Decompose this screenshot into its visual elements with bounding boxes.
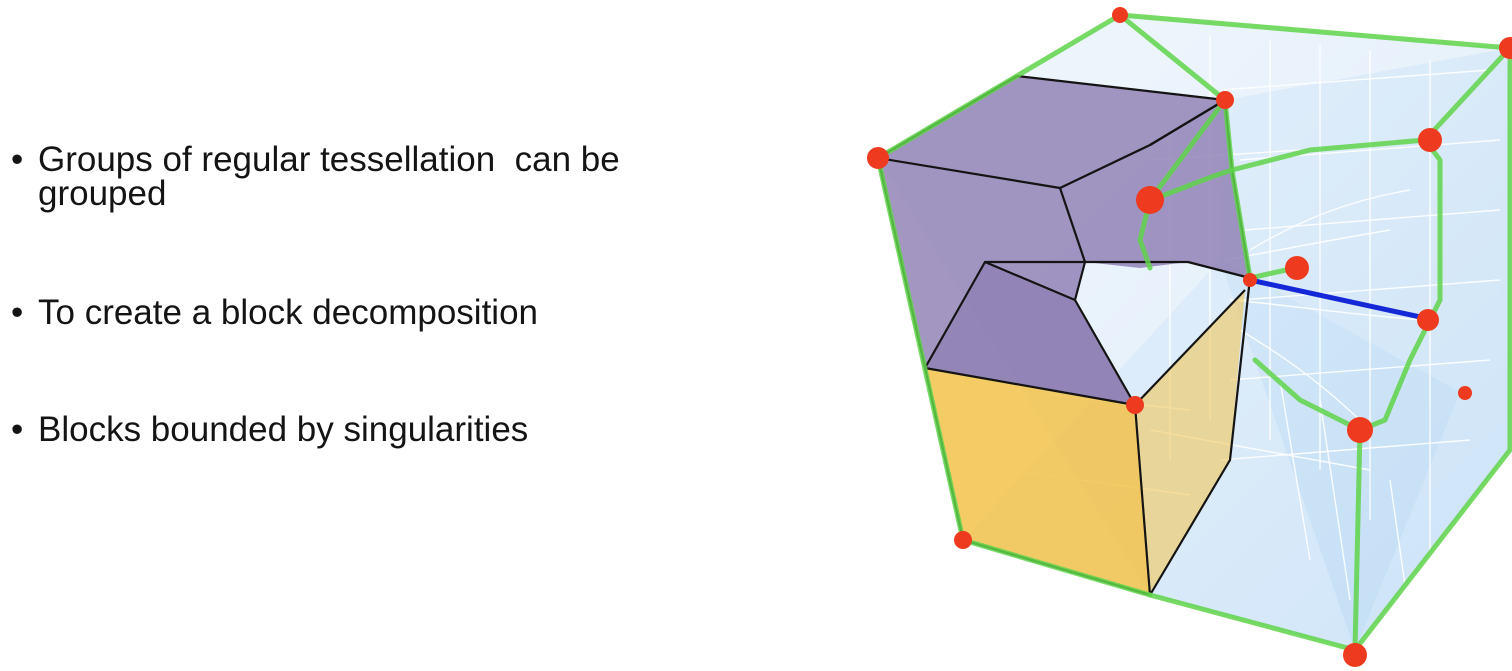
singular-node <box>1112 7 1128 23</box>
bullet-text: Groups of regular tessellation can be gr… <box>38 140 630 213</box>
bullet-marker: • <box>11 410 24 449</box>
bullet-marker: • <box>11 140 24 179</box>
singular-node <box>1499 37 1512 59</box>
singular-node <box>1285 256 1309 280</box>
singular-node <box>1216 91 1234 109</box>
bullet-item-tessellation: • Groups of regular tessellation can be … <box>8 140 738 213</box>
singular-node <box>867 147 889 169</box>
singular-nodes <box>867 7 1512 667</box>
purple-block-bottom-face <box>925 262 1135 405</box>
hex-mesh-cube-figure <box>850 0 1512 671</box>
bullet-marker: • <box>11 293 24 332</box>
yellow-block-right-face <box>1135 290 1245 595</box>
singular-node <box>1136 186 1164 214</box>
singular-node <box>1417 309 1439 331</box>
singular-node <box>954 531 972 549</box>
singular-node <box>1343 643 1367 667</box>
singular-node <box>1243 273 1257 287</box>
singular-node <box>1347 417 1373 443</box>
bullet-list: • Groups of regular tessellation can be … <box>8 140 738 449</box>
singular-node <box>1126 396 1144 414</box>
bullet-text: To create a block decomposition <box>38 293 538 332</box>
singular-edge <box>1247 277 1428 321</box>
singular-node <box>1418 128 1442 152</box>
purple-block-top-face <box>878 76 1225 188</box>
yellow-block-front-face <box>925 368 1150 595</box>
bullet-text: Blocks bounded by singularities <box>38 410 529 449</box>
bullet-item-singularities: • Blocks bounded by singularities <box>8 410 529 449</box>
bullet-item-block-decomposition: • To create a block decomposition <box>8 293 538 332</box>
singular-node <box>1458 386 1472 400</box>
